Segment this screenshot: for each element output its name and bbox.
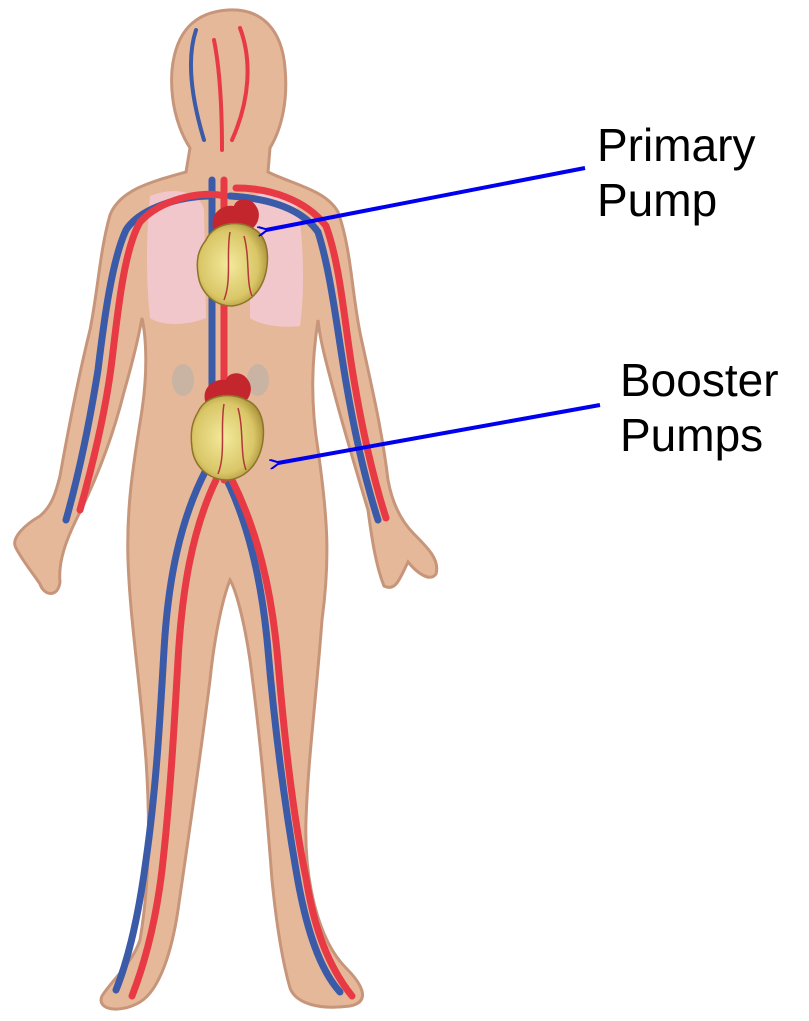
primary-pump-label: Primary Pump [597, 118, 755, 228]
booster-pumps-label-line2: Pumps [620, 408, 779, 463]
arrow-icon [278, 405, 600, 463]
booster-pumps-label: Booster Pumps [620, 353, 779, 463]
primary-pump-label-line2: Pump [597, 173, 755, 228]
primary-pump-label-line1: Primary [597, 118, 755, 173]
booster-pumps-label-line1: Booster [620, 353, 779, 408]
